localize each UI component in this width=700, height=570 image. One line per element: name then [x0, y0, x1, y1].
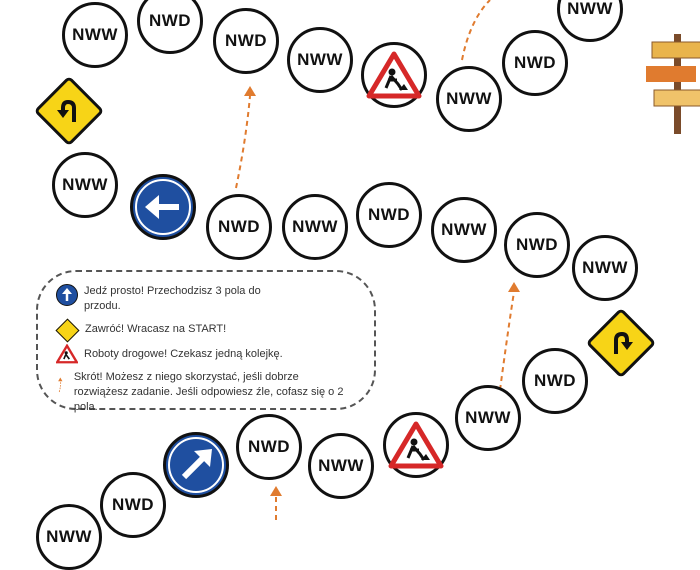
board-field[interactable]: NWW — [308, 433, 374, 499]
legend-uturn-text: Zawróć! Wracasz na START! — [85, 323, 227, 335]
uturn-right-icon — [614, 331, 633, 354]
board-field[interactable]: NWD — [206, 194, 272, 260]
board-field[interactable]: NWW — [287, 27, 353, 93]
go-straight-field[interactable] — [130, 174, 196, 240]
board-field[interactable]: NWW — [455, 385, 521, 451]
uturn-sign-icon — [55, 318, 80, 343]
board-field[interactable]: NWD — [502, 30, 568, 96]
go-straight-field[interactable] — [163, 432, 229, 498]
shortcut-arrows — [235, 0, 520, 520]
roadworks-field[interactable] — [361, 42, 427, 108]
legend-shortcut-text: Skrót! Możesz z niego skorzystać, jeśli … — [73, 371, 344, 413]
legend-forward-text: Jedź prosto! Przechodzisz 3 pola do przo… — [84, 285, 261, 312]
arrow-left-icon — [145, 195, 179, 219]
shortcut-arrow-icon — [58, 377, 63, 393]
roadworks-icon — [56, 344, 78, 364]
uturn-left-icon — [57, 99, 76, 122]
board-field[interactable]: NWW — [572, 235, 638, 301]
roadworks-icon — [388, 421, 444, 469]
board-field[interactable]: NWD — [137, 0, 203, 54]
board-field[interactable]: NWD — [356, 182, 422, 248]
uturn-field[interactable] — [33, 75, 105, 147]
board-field[interactable]: NWW — [62, 2, 128, 68]
legend-item-roadworks: Roboty drogowe! Czekasz jedną kolejkę. — [56, 344, 283, 364]
uturn-field[interactable] — [585, 307, 657, 379]
signpost-icon — [646, 34, 700, 134]
legend-item-shortcut: Skrót! Możesz z niego skorzystać, jeśli … — [56, 370, 356, 415]
board-field[interactable]: NWW — [282, 194, 348, 260]
legend-item-uturn: Zawróć! Wracasz na START! — [55, 318, 227, 343]
board-field[interactable]: NWW — [52, 152, 118, 218]
roadworks-field[interactable] — [383, 412, 449, 478]
board-field[interactable]: NWW — [436, 66, 502, 132]
board-field[interactable]: NWD — [522, 348, 588, 414]
roadworks-icon — [366, 51, 422, 99]
game-board: NWW NWD NWD NWW NWW NWD NWW NWW — [33, 0, 700, 570]
shortcut-arrowhead-1 — [244, 86, 256, 96]
legend-roadworks-text: Roboty drogowe! Czekasz jedną kolejkę. — [84, 348, 283, 360]
board-field[interactable]: NWD — [236, 414, 302, 480]
shortcut-arrowhead-3 — [270, 486, 282, 496]
shortcut-arrow-2 — [461, 0, 491, 61]
shortcut-arrow-3 — [499, 291, 515, 391]
shortcut-arrowhead-2 — [508, 282, 520, 292]
shortcut-arrow-1 — [235, 95, 251, 189]
board-field[interactable]: NWD — [100, 472, 166, 538]
arrow-up-icon — [56, 284, 78, 306]
legend-box: Jedź prosto! Przechodzisz 3 pola do przo… — [36, 270, 376, 413]
board-field[interactable]: NWW — [36, 504, 102, 570]
board-field[interactable]: NWW — [431, 197, 497, 263]
arrow-up-right-icon — [181, 449, 212, 480]
board-field[interactable]: NWD — [504, 212, 570, 278]
board-field[interactable]: NWD — [213, 8, 279, 74]
legend-item-forward: Jedź prosto! Przechodzisz 3 pola do przo… — [56, 284, 286, 314]
